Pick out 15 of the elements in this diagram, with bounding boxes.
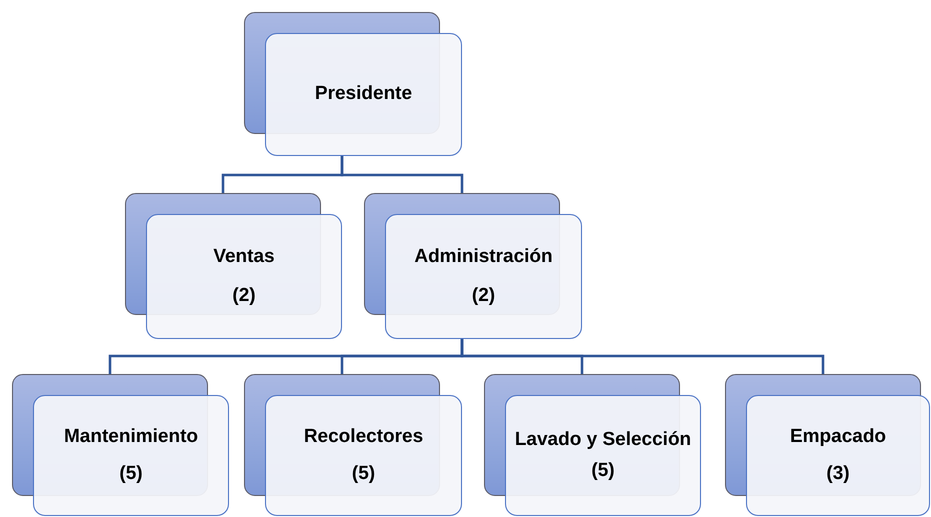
position-title: Administración <box>414 246 553 268</box>
staff-count: (5) <box>352 462 376 486</box>
connector-line <box>460 339 824 374</box>
staff-count: (2) <box>472 284 496 308</box>
position-title: Lavado y Selección <box>514 428 692 452</box>
staff-count: (3) <box>826 462 850 486</box>
staff-count: (5) <box>591 460 615 482</box>
staff-count: (5) <box>119 462 143 486</box>
position-title: Recolectores <box>304 426 424 448</box>
position-title: Presidente <box>314 83 412 106</box>
staff-count: (2) <box>232 284 256 308</box>
position-title: Empacado <box>790 426 886 448</box>
position-title: Ventas <box>213 246 275 268</box>
connector-line <box>340 156 464 193</box>
position-title: Mantenimiento <box>64 426 198 448</box>
